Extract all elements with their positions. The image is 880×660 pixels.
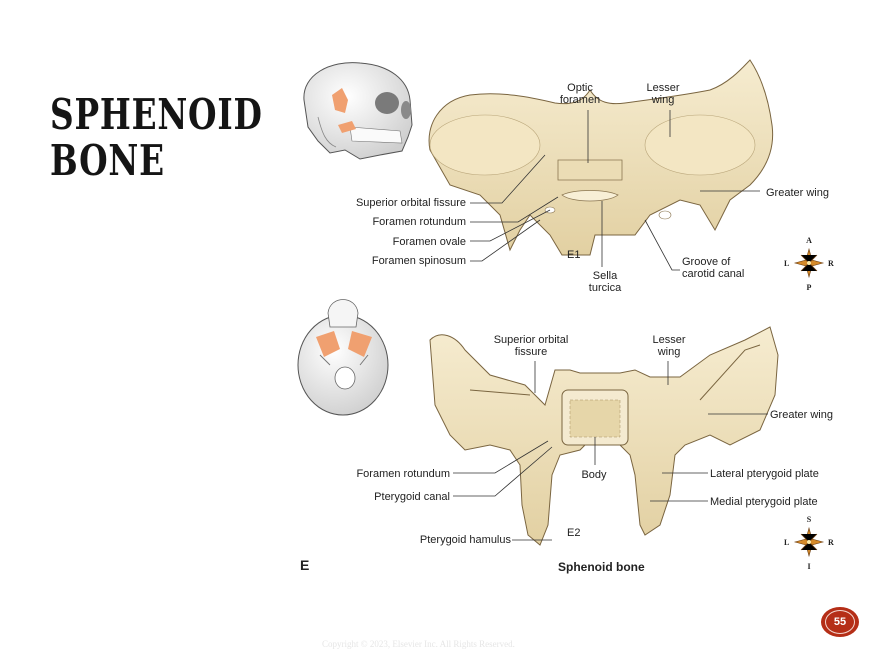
label-foramen-rotundum-front: Foramen rotundum [356, 468, 450, 480]
label-superior-orbital-fissure-front: Superior orbital fissure [493, 334, 569, 358]
label-body: Body [581, 469, 607, 481]
anatomy-illustration [297, 59, 825, 558]
label-lesser-wing-front: Lesser wing [652, 334, 686, 358]
figure-letter: E [300, 557, 310, 573]
label-groove-carotid-canal: Groove of carotid canal [682, 256, 745, 280]
label-foramen-rotundum-top: Foramen rotundum [372, 216, 466, 228]
label-e1: E1 [567, 249, 581, 261]
label-lateral-pterygoid-plate: Lateral pterygoid plate [710, 468, 819, 480]
compass-top-a: A [806, 236, 812, 245]
label-e2: E2 [567, 527, 581, 539]
compass-rose-bottom-icon [793, 526, 825, 558]
skull-inferior-icon [297, 299, 389, 416]
label-foramen-ovale: Foramen ovale [392, 236, 466, 248]
compass-top-p: P [806, 283, 812, 292]
leader-lines-bottom [453, 361, 768, 541]
compass-bottom-s: S [806, 515, 812, 524]
compass-bottom-i: I [807, 562, 811, 571]
label-foramen-spinosum: Foramen spinosum [371, 255, 466, 267]
label-pterygoid-hamulus: Pterygoid hamulus [419, 534, 511, 546]
label-greater-wing-front: Greater wing [770, 409, 833, 421]
label-superior-orbital-fissure-top: Superior orbital fissure [355, 197, 466, 209]
leader-lines-top [470, 110, 760, 271]
figure-caption: Sphenoid bone [558, 560, 645, 574]
skull-lateral-icon [303, 62, 413, 160]
label-greater-wing-top: Greater wing [766, 187, 829, 199]
compass-rose-top-icon [793, 247, 825, 279]
label-sella-turcica: Sella turcica [588, 270, 622, 294]
compass-top-l: L [784, 259, 790, 268]
page-number-badge: 55 [821, 607, 859, 637]
label-pterygoid-canal: Pterygoid canal [374, 491, 450, 503]
compass-bottom-l: L [784, 538, 790, 547]
label-medial-pterygoid-plate: Medial pterygoid plate [710, 496, 818, 508]
compass-bottom-r: R [828, 538, 834, 547]
sphenoid-figure: Optic foramen Lesser wing Greater wing S… [290, 55, 870, 585]
copyright-notice: Copyright © 2023, Elsevier Inc. All Righ… [322, 639, 515, 649]
label-optic-foramen: Optic foramen [559, 82, 601, 106]
sphenoid-anterior-view [429, 326, 779, 546]
title-line-1: Sphenoid [50, 90, 263, 139]
slide-title: Sphenoid Bone [50, 90, 263, 185]
compass-top-r: R [828, 259, 834, 268]
title-line-2: Bone [50, 136, 165, 185]
sphenoid-superior-view [428, 59, 774, 256]
page-number: 55 [833, 616, 847, 628]
label-lesser-wing-top: Lesser wing [646, 82, 680, 106]
